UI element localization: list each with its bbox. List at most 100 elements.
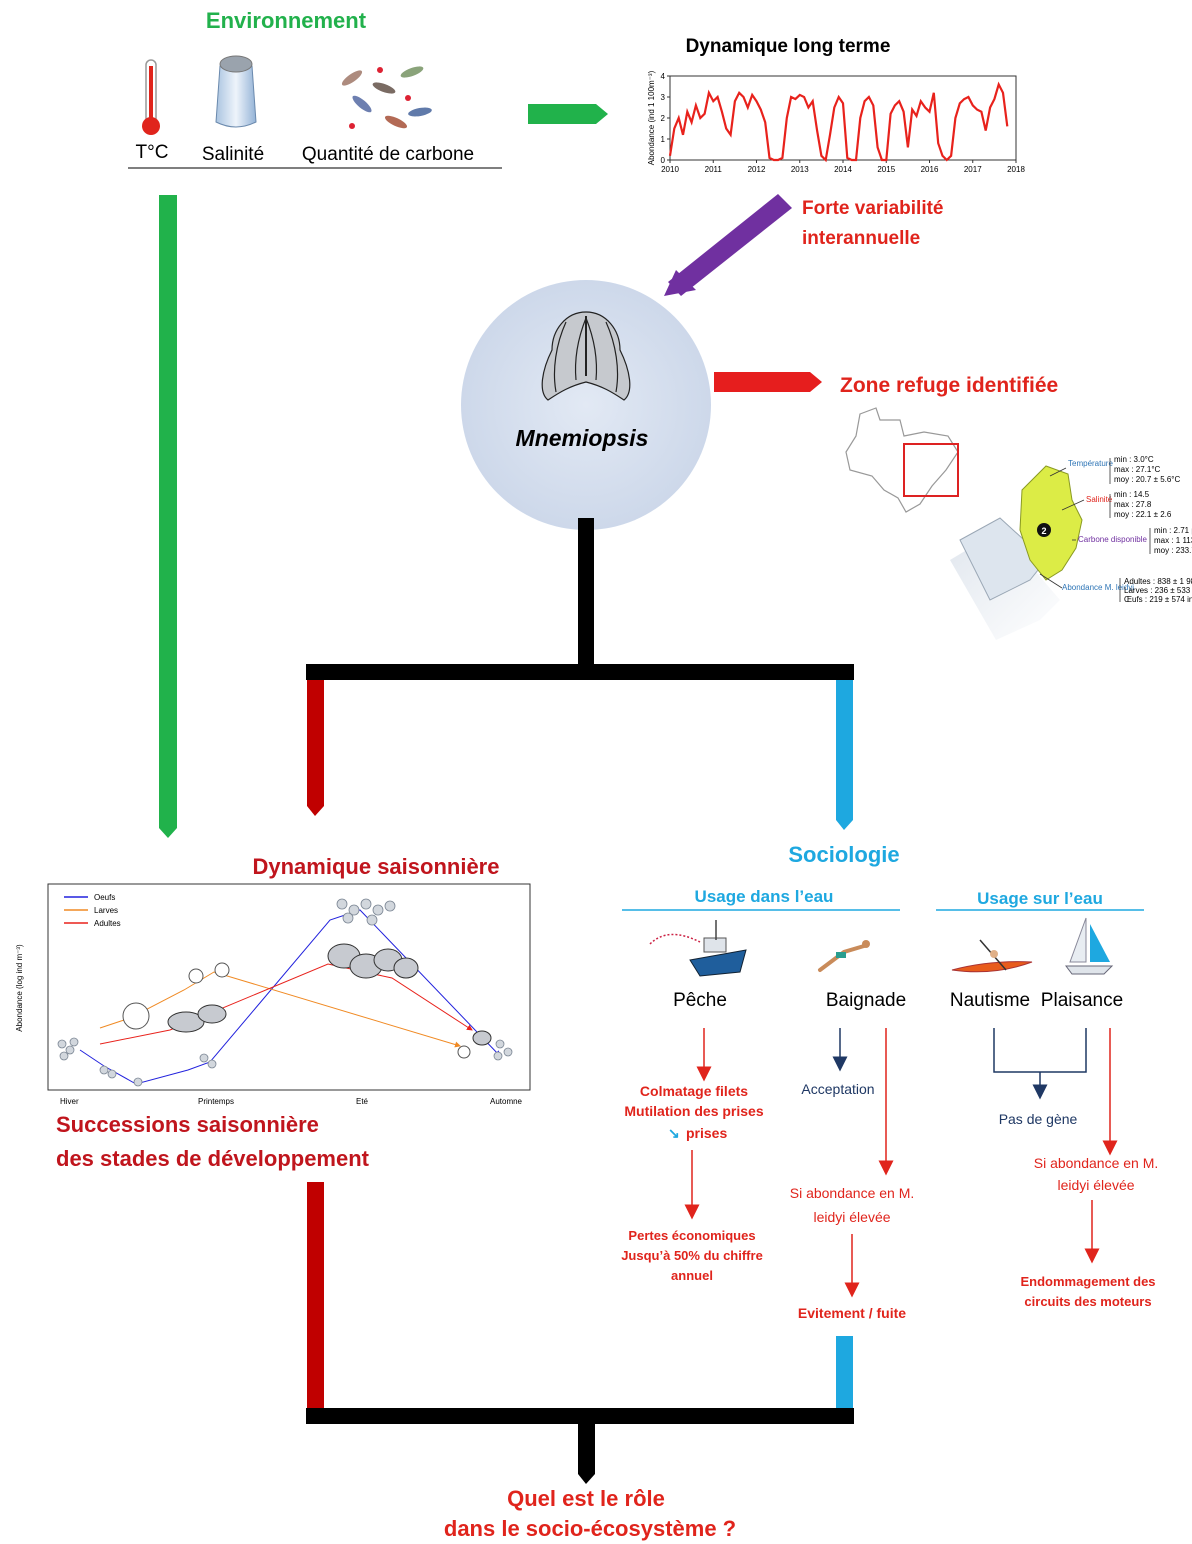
longterm-ytick-label: 3 xyxy=(661,93,666,102)
callout-salinity-min: min : 14.5 xyxy=(1114,490,1150,499)
callout-salinity-label: Salinité xyxy=(1086,495,1113,504)
activity-swimming: Baignade xyxy=(826,990,906,1011)
sailboat-icon xyxy=(1065,917,1114,975)
callout-salinity-mean: moy : 22.1 ± 2.6 xyxy=(1114,510,1172,519)
variability-arrow xyxy=(668,194,792,296)
season-spring: Printemps xyxy=(198,1097,234,1106)
fishing-loss-1: Pertes économiques xyxy=(628,1228,755,1243)
callout-abundance-larvae: Larves : 236 ± 533 ind m xyxy=(1124,586,1192,595)
salt-shaker-icon xyxy=(215,55,257,128)
split-bar xyxy=(306,664,854,680)
merge-bar xyxy=(306,1408,854,1424)
adult-icons xyxy=(167,943,492,1046)
thermometer-icon xyxy=(142,59,160,135)
fishing-loss-2: Jusqu’à 50% du chiffre xyxy=(621,1248,763,1263)
estuary-outline xyxy=(845,407,959,513)
mnemiopsis-circle xyxy=(461,280,711,530)
center-stem xyxy=(578,518,594,664)
branch-sociology-arrow xyxy=(836,680,853,830)
env-item-salinity: Salinité xyxy=(202,144,264,165)
seasonal-caption-line-2: des stades de développement xyxy=(56,1146,370,1171)
callout-temperature-label: Température xyxy=(1068,459,1113,468)
callout-temperature-min: min : 3.0°C xyxy=(1114,455,1154,464)
fishing-boat-icon xyxy=(649,920,747,977)
longterm-title: Dynamique long terme xyxy=(686,36,891,57)
activity-yachting: Plaisance xyxy=(1041,990,1123,1011)
zooplankton-icon xyxy=(341,66,432,129)
longterm-series-line xyxy=(668,81,1009,163)
fishing-decrease-arrow: ↘ xyxy=(668,1125,680,1141)
refuge-title: Zone refuge identifiée xyxy=(840,374,1058,397)
seasonal-title: Dynamique saisonnière xyxy=(253,854,500,879)
surface-result-2: circuits des moteurs xyxy=(1024,1294,1151,1309)
seasonal-plot-frame xyxy=(47,883,531,1091)
fishing-impact-2: Mutilation des prises xyxy=(624,1103,763,1119)
variability-line-2: interannuelle xyxy=(802,228,920,249)
longterm-xtick-label: 2017 xyxy=(964,165,982,174)
legend-eggs: Oeufs xyxy=(94,893,115,902)
env-to-seasonal-arrow xyxy=(159,195,177,838)
callout-temperature-mean: moy : 20.7 ± 5.6°C xyxy=(1114,475,1181,484)
longterm-ylabel: Abondance (ind 1 100m⁻³) xyxy=(647,70,656,165)
env-item-temperature: T°C xyxy=(136,142,169,163)
longterm-xtick-label: 2015 xyxy=(877,165,895,174)
activity-boating: Nautisme xyxy=(950,990,1030,1011)
swimmer-icon xyxy=(818,940,870,972)
longterm-xtick-label: 2016 xyxy=(921,165,939,174)
longterm-ytick-label: 0 xyxy=(661,156,666,165)
callout-carbon-label: Carbone disponible xyxy=(1078,535,1147,544)
question-line-1: Quel est le rôle xyxy=(507,1486,665,1511)
variability-line-1: Forte variabilité xyxy=(802,198,944,219)
surface-condition-2: leidyi élevée xyxy=(1057,1177,1134,1193)
season-autumn: Automne xyxy=(490,1097,523,1106)
season-winter: Hiver xyxy=(60,1097,79,1106)
seasonal-caption-line-1: Successions saisonnière xyxy=(56,1112,319,1137)
longterm-xtick-label: 2011 xyxy=(705,165,723,174)
refuge-callouts: Température min : 3.0°C max : 27.1°C moy… xyxy=(1039,455,1192,604)
callout-carbon-mean: moy : 233.72 ± 90 xyxy=(1154,546,1192,555)
callout-salinity-max: max : 27.8 xyxy=(1114,500,1152,509)
longterm-xtick-label: 2018 xyxy=(1007,165,1025,174)
question-line-2: dans le socio-écosystème ? xyxy=(444,1516,736,1541)
season-summer: Eté xyxy=(356,1097,369,1106)
variability-arrowhead xyxy=(664,270,696,296)
callout-abundance-label: Abondance M. leidyi xyxy=(1062,583,1134,592)
egg-clusters xyxy=(57,898,513,1087)
adults-trajectory xyxy=(99,963,473,1045)
activity-fishing: Pêche xyxy=(673,990,727,1011)
larva-icons xyxy=(122,962,471,1059)
longterm-plot-frame xyxy=(669,75,1017,161)
callout-temperature-max: max : 27.1°C xyxy=(1114,465,1161,474)
seasonal-down-bar xyxy=(307,1182,324,1408)
fishing-loss-3: annuel xyxy=(671,1268,713,1283)
env-to-longterm-arrow xyxy=(528,104,608,124)
refuge-map: 2 xyxy=(845,407,1083,640)
sociology-down-bar xyxy=(836,1336,853,1408)
surface-join-lines xyxy=(993,1028,1087,1073)
callout-abundance-eggs: Œufs : 219 ± 574 ind m⁻³ xyxy=(1124,595,1192,604)
legend-adults: Adultes xyxy=(94,919,121,928)
longterm-ytick-label: 2 xyxy=(661,114,666,123)
fishing-impact-1: Colmatage filets xyxy=(640,1083,748,1099)
fishing-impact-tail: prises xyxy=(686,1125,727,1141)
ctenophore-icon xyxy=(541,311,631,401)
seasonal-ylabel: Abondance (log ind m⁻³) xyxy=(15,944,24,1032)
branch-seasonal-arrow xyxy=(307,680,324,816)
environment-title: Environnement xyxy=(206,8,367,33)
larvae-trajectory xyxy=(99,971,461,1048)
merge-arrow xyxy=(578,1424,595,1484)
swimming-condition-2: leidyi élevée xyxy=(813,1209,890,1225)
site-marker-label: 2 xyxy=(1041,526,1046,536)
surface-condition-1: Si abondance en M. xyxy=(1034,1155,1159,1171)
sociology-title: Sociologie xyxy=(788,842,899,867)
longterm-xtick-label: 2012 xyxy=(748,165,766,174)
in-water-heading: Usage dans l’eau xyxy=(695,887,834,906)
kayak-icon xyxy=(951,939,1033,973)
refuge-zone xyxy=(1019,465,1083,581)
longterm-ytick-label: 1 xyxy=(661,135,666,144)
swimming-condition-1: Si abondance en M. xyxy=(790,1185,915,1201)
swimming-result: Evitement / fuite xyxy=(798,1305,906,1321)
swimming-acceptance: Acceptation xyxy=(801,1081,874,1097)
